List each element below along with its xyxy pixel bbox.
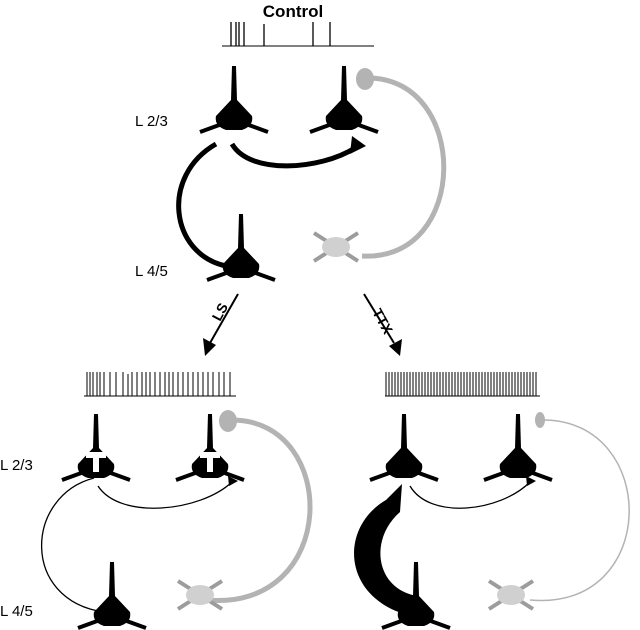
inhibitory-axon-top bbox=[361, 75, 447, 259]
pyramidal-neuron-l23-a-top bbox=[198, 64, 270, 134]
l23-connection-arrowhead-right bbox=[526, 476, 536, 486]
inhibitory-synapse-left bbox=[219, 410, 237, 432]
interneuron-top bbox=[312, 231, 360, 263]
l23-connection-arrowhead-left bbox=[228, 476, 238, 486]
layer-label-l45-top: L 4/5 bbox=[135, 263, 168, 280]
layer-label-l23-top: L 2/3 bbox=[135, 113, 168, 130]
l45-to-l23-connection-top bbox=[176, 141, 227, 269]
inhibitory-synapse-top bbox=[356, 68, 374, 90]
ls-arrow-label: LS bbox=[209, 300, 232, 323]
l45-to-l23-connection-right bbox=[354, 484, 418, 616]
spike-trace-ls bbox=[84, 372, 236, 397]
interneuron-right bbox=[487, 579, 535, 611]
pyramidal-neuron-l23-b-left bbox=[174, 412, 246, 482]
layer-label-l23-left: L 2/3 bbox=[0, 457, 33, 474]
spike-trace-ttx bbox=[385, 372, 540, 397]
pyramidal-neuron-l23-a-right bbox=[368, 412, 440, 482]
layer-label-l45-left: L 4/5 bbox=[0, 603, 33, 620]
spike-trace-control bbox=[222, 22, 374, 47]
interneuron-left bbox=[176, 579, 224, 611]
inhibitory-synapse-right bbox=[535, 412, 545, 428]
l23-connection-top bbox=[229, 142, 357, 169]
inhibitory-axon-right bbox=[529, 419, 630, 602]
l23-connection-right bbox=[409, 481, 531, 509]
pyramidal-neuron-l45-top bbox=[205, 212, 277, 282]
l23-connection-arrowhead-top bbox=[350, 136, 366, 154]
l45-to-l23-connection-left bbox=[41, 477, 105, 613]
l23-connection-left bbox=[97, 481, 233, 509]
pyramidal-neuron-l45-left bbox=[76, 560, 148, 630]
ttx-arrow-label: TTX bbox=[369, 306, 396, 337]
ls-arrow: LS bbox=[203, 293, 239, 356]
title-control: Control bbox=[263, 2, 323, 21]
ttx-arrow: TTX bbox=[363, 293, 402, 356]
inhibitory-axon-left bbox=[205, 417, 313, 603]
pyramidal-neuron-l23-a-left bbox=[60, 412, 132, 482]
